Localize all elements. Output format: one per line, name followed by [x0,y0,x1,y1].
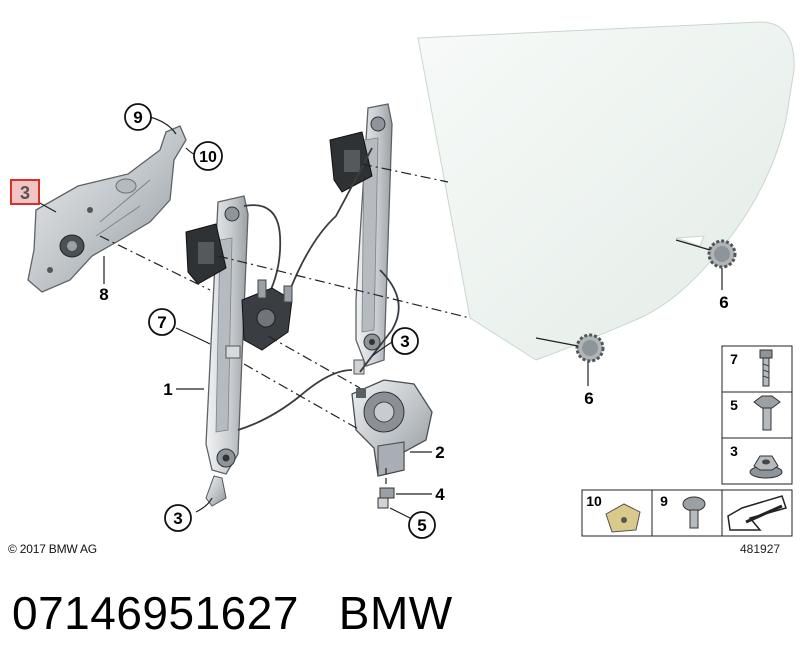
callout-2: 2 [435,443,444,462]
motor-spacer [377,487,395,509]
leader-lines [37,116,723,519]
cable-drive-housing [241,279,293,351]
grommet-lower [575,333,605,363]
callout-3-bottom: 3 [164,504,192,532]
svg-text:3: 3 [173,509,182,528]
copyright-notice: © 2017 BMW AG [8,542,97,556]
direction-arrow-icon [727,495,787,531]
svg-text:5: 5 [730,397,738,413]
screw-icon [759,349,773,387]
legend-cell-7: 7 [721,345,793,393]
legend-cell-10: 10 [581,489,653,537]
svg-text:5: 5 [417,516,426,535]
callout-9: 9 [124,103,152,131]
regulator-motor [351,379,433,477]
callout-3-highlighted: 3 [10,179,40,205]
regulator-cables [237,147,400,431]
svg-text:8: 8 [99,285,108,304]
legend-cell-3: 3 [721,437,793,485]
flange-bolt-icon [753,395,781,431]
callout-6-upper: 6 [719,293,728,312]
svg-text:3: 3 [400,332,409,351]
fastener-legend: 7 5 3 10 [581,345,793,537]
svg-text:10: 10 [586,493,602,509]
callout-7: 7 [148,308,176,336]
exploded-parts-diagram: 9 10 3 8 7 1 3 2 4 5 3 6 6 [10,21,795,539]
window-clip-lower [185,223,227,285]
svg-text:6: 6 [719,293,728,312]
svg-text:9: 9 [660,493,668,509]
mounting-plate [27,125,187,293]
legend-cell-arrow [721,489,793,537]
svg-text:7: 7 [157,313,166,332]
legend-cell-5: 5 [721,391,793,439]
grommet-upper [707,239,737,269]
callout-4: 4 [435,485,445,504]
torx-screw-icon [682,496,706,529]
svg-text:9: 9 [133,108,142,127]
clip-nut-icon [605,503,641,533]
svg-text:3: 3 [20,183,30,203]
part-caption: 07146951627 BMW [12,586,453,640]
callout-5: 5 [408,511,436,539]
callout-8: 8 [99,285,108,304]
door-glass [417,21,795,361]
legend-cell-9: 9 [651,489,723,537]
svg-text:7: 7 [730,351,738,367]
svg-text:3: 3 [730,443,738,459]
glass-notch [675,235,705,247]
window-clip-upper [329,131,373,193]
flange-nut-icon [749,455,783,479]
svg-text:6: 6 [584,389,593,408]
brand-name: BMW [338,587,453,639]
callout-10: 10 [193,141,223,171]
part-number: 07146951627 [12,587,299,639]
drawing-number: 481927 [740,542,781,556]
svg-text:10: 10 [199,149,217,166]
svg-text:2: 2 [435,443,444,462]
svg-text:4: 4 [435,485,445,504]
callout-6-lower: 6 [584,389,593,408]
callout-1: 1 [163,380,172,399]
callout-3-right: 3 [391,327,419,355]
svg-text:1: 1 [163,380,172,399]
